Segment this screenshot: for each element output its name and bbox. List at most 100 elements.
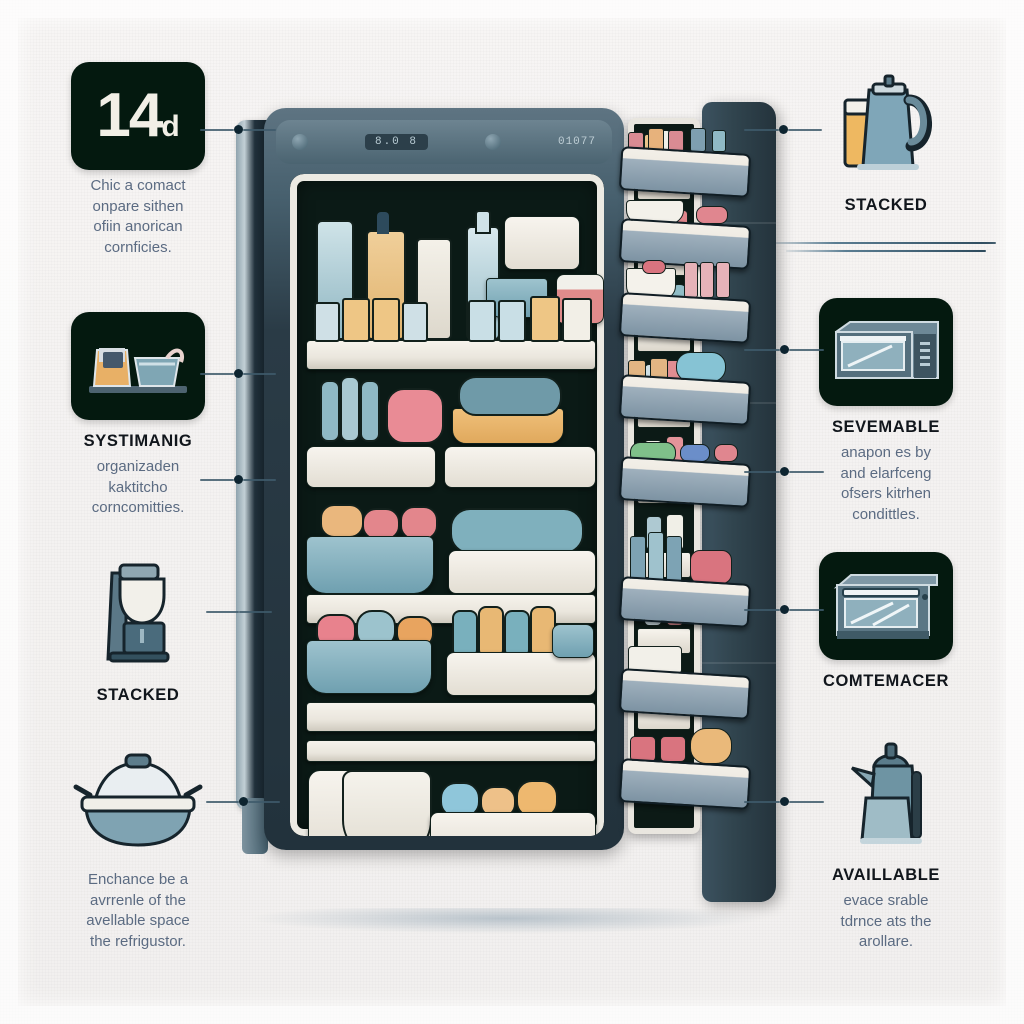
covered-pot-icon [63,746,213,864]
food-item [666,536,682,584]
display-screen: 8.0 8 [364,134,428,150]
right-label-column: STACKED SEVEMABLE [776,0,996,1024]
food-item [642,260,666,274]
food-item [498,300,526,342]
food-item [630,736,656,762]
food-item [320,380,340,442]
food-container [552,624,594,658]
control-panel[interactable]: 8.0 8 01077 [276,120,612,164]
food-item [716,262,730,298]
food-item [372,298,400,342]
connector-left-4 [206,610,272,613]
food-item [690,550,732,584]
bottom-drawer[interactable] [430,812,596,836]
food-item [400,506,438,540]
food-container [306,640,432,694]
food-item [714,444,738,462]
connector-left-1 [200,125,276,134]
right-item-2[interactable]: SEVEMABLE anapon es by and elarfceng ofs… [776,298,996,526]
food-item [696,206,728,224]
right-item-4[interactable]: AVAILLABLE evace srable tdrnce ats the a… [776,736,996,953]
connector-right-5 [744,797,824,806]
number-badge-14d-icon: 14d [71,62,205,170]
food-item [402,302,428,342]
left-item-3[interactable]: STACKED [28,556,248,705]
food-item [475,210,491,234]
connector-right-3 [744,467,824,476]
food-item [377,212,389,234]
right-item-1-heading: STACKED [844,196,928,214]
food-item [450,508,584,554]
food-item [478,606,504,658]
food-item [504,610,530,658]
door-rack [618,374,752,426]
left-item-2-body: organizaden kaktitcho corncomitties. [91,458,185,517]
door-rack [618,576,752,628]
door-rack [618,146,752,198]
door-rack-group [618,128,796,856]
food-item [648,532,664,584]
food-item [530,296,560,342]
pitcher-and-bowl-icon [71,312,205,420]
left-item-2-heading: SYSTIMANIG [83,432,193,450]
food-item [562,298,592,342]
food-item [360,380,380,442]
food-item [452,610,478,658]
food-item [712,130,726,152]
carafe-pitcher-icon [811,66,961,184]
left-label-column: 14d Chic a comact onpare sithen ofiin an… [28,0,248,1024]
right-item-4-body: evace srable tdrnce ats the arollare. [840,892,932,951]
left-item-1[interactable]: 14d Chic a comact onpare sithen ofiin an… [28,62,248,259]
crisper-drawer[interactable] [444,446,596,488]
right-divider-1 [786,250,986,252]
door-rack [618,292,752,344]
food-item [684,262,698,298]
food-item [660,736,686,762]
floor-shadow [246,908,766,934]
door-rack [618,758,752,810]
shelf [306,702,596,732]
moka-pot-icon [811,736,961,854]
left-item-4[interactable]: Enchance be a avrrenle of the avellable … [28,746,248,953]
food-container [446,652,596,696]
food-item [690,128,706,152]
right-item-1[interactable]: STACKED [776,66,996,252]
connector-left-2 [200,369,276,378]
mode-button-icon[interactable] [484,134,501,150]
microwave-icon [819,298,953,406]
left-item-1-body: Chic a comact onpare sithen ofiin anoric… [90,177,186,257]
door-rack [618,668,752,720]
food-item [516,780,558,818]
badge-number: 14d [96,81,180,150]
food-item [314,302,340,342]
fridge-cabinet: 8.0 8 01077 [264,108,624,850]
right-item-2-body: anapon es by and elarfceng ofsers kitrhe… [840,444,932,524]
panel-readout: 01077 [557,136,596,148]
food-item [690,728,732,764]
food-item [700,262,714,298]
right-item-2-heading: SEVEMABLE [831,418,941,436]
right-divider-top [766,242,996,244]
food-container [504,216,580,270]
connector-right-2 [744,345,824,354]
right-item-3[interactable]: COMTEMACER [776,552,996,691]
food-item [342,298,370,342]
oven-icon [819,552,953,660]
food-container [448,550,596,594]
left-item-2[interactable]: SYSTIMANIG organizaden kaktitcho corncom… [28,312,248,519]
food-container [306,536,434,594]
food-item [386,388,444,444]
connector-left-3 [200,475,276,484]
shelf [306,340,596,370]
food-item [340,376,360,442]
connector-left-5 [206,797,280,806]
crisper-drawer[interactable] [306,446,436,488]
right-item-3-heading: COMTEMACER [822,672,950,690]
power-button-icon[interactable] [292,134,308,150]
left-item-4-body: Enchance be a avrrenle of the avellable … [86,871,190,951]
connector-right-4 [744,605,824,614]
shelf [306,740,596,762]
coffee-maker-icon [63,556,213,674]
right-item-4-heading: AVAILLABLE [831,866,941,884]
